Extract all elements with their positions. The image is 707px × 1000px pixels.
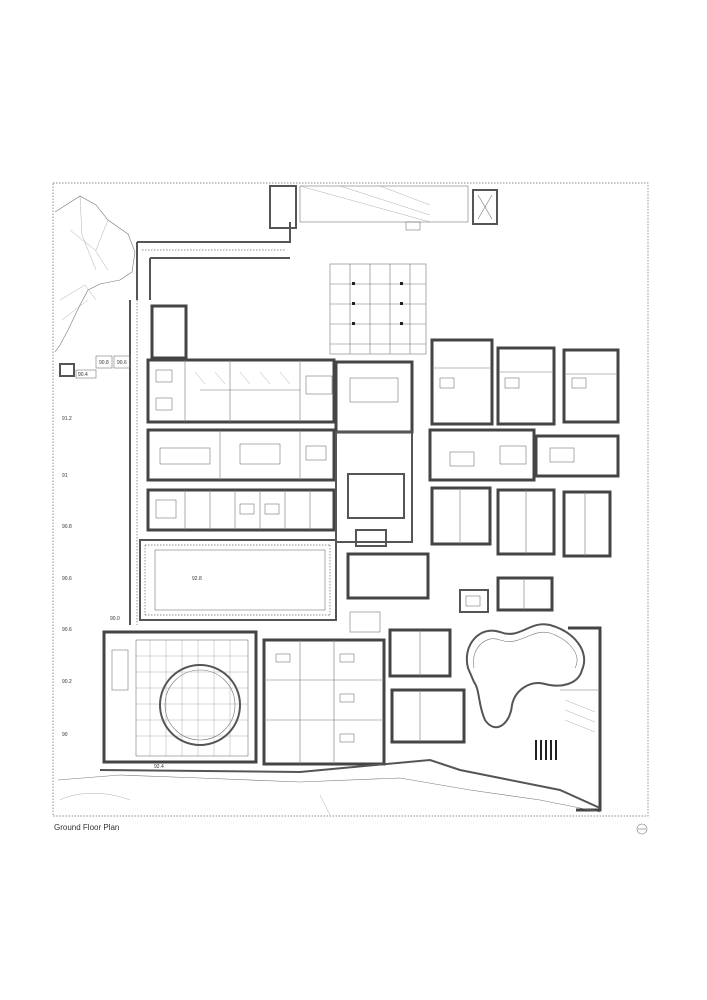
plan-caption: Ground Floor Plan (54, 823, 120, 832)
level-label: 90.2 (62, 679, 72, 685)
courtyard-level: 92.8 (192, 576, 202, 582)
unit-3 (562, 348, 620, 424)
unit-2 (496, 346, 556, 426)
level-label: 90.6 (62, 576, 72, 582)
level-label: 91.2 (62, 416, 72, 422)
level-south: 92.4 (154, 764, 164, 770)
circular-hall (159, 664, 241, 746)
level-label: 90.0 (110, 616, 120, 622)
level-label: 90 (62, 732, 68, 738)
walkway (136, 222, 291, 300)
svg-text:90.4: 90.4 (78, 372, 88, 378)
auditorium-block (102, 630, 258, 764)
level-label: 90.6 (62, 627, 72, 633)
level-label: 91 (62, 473, 68, 479)
svg-text:90.6: 90.6 (117, 360, 127, 366)
svg-text:90.8: 90.8 (99, 360, 109, 366)
north-arrow-icon (636, 823, 648, 835)
pool (465, 623, 586, 729)
canopy-grid (329, 263, 427, 355)
north-west-block (150, 304, 188, 360)
unit-1 (430, 338, 494, 426)
neighbour-building (54, 195, 136, 353)
level-label: 90.8 (62, 524, 72, 530)
site-boundary (52, 182, 649, 817)
courtyard (139, 539, 337, 621)
